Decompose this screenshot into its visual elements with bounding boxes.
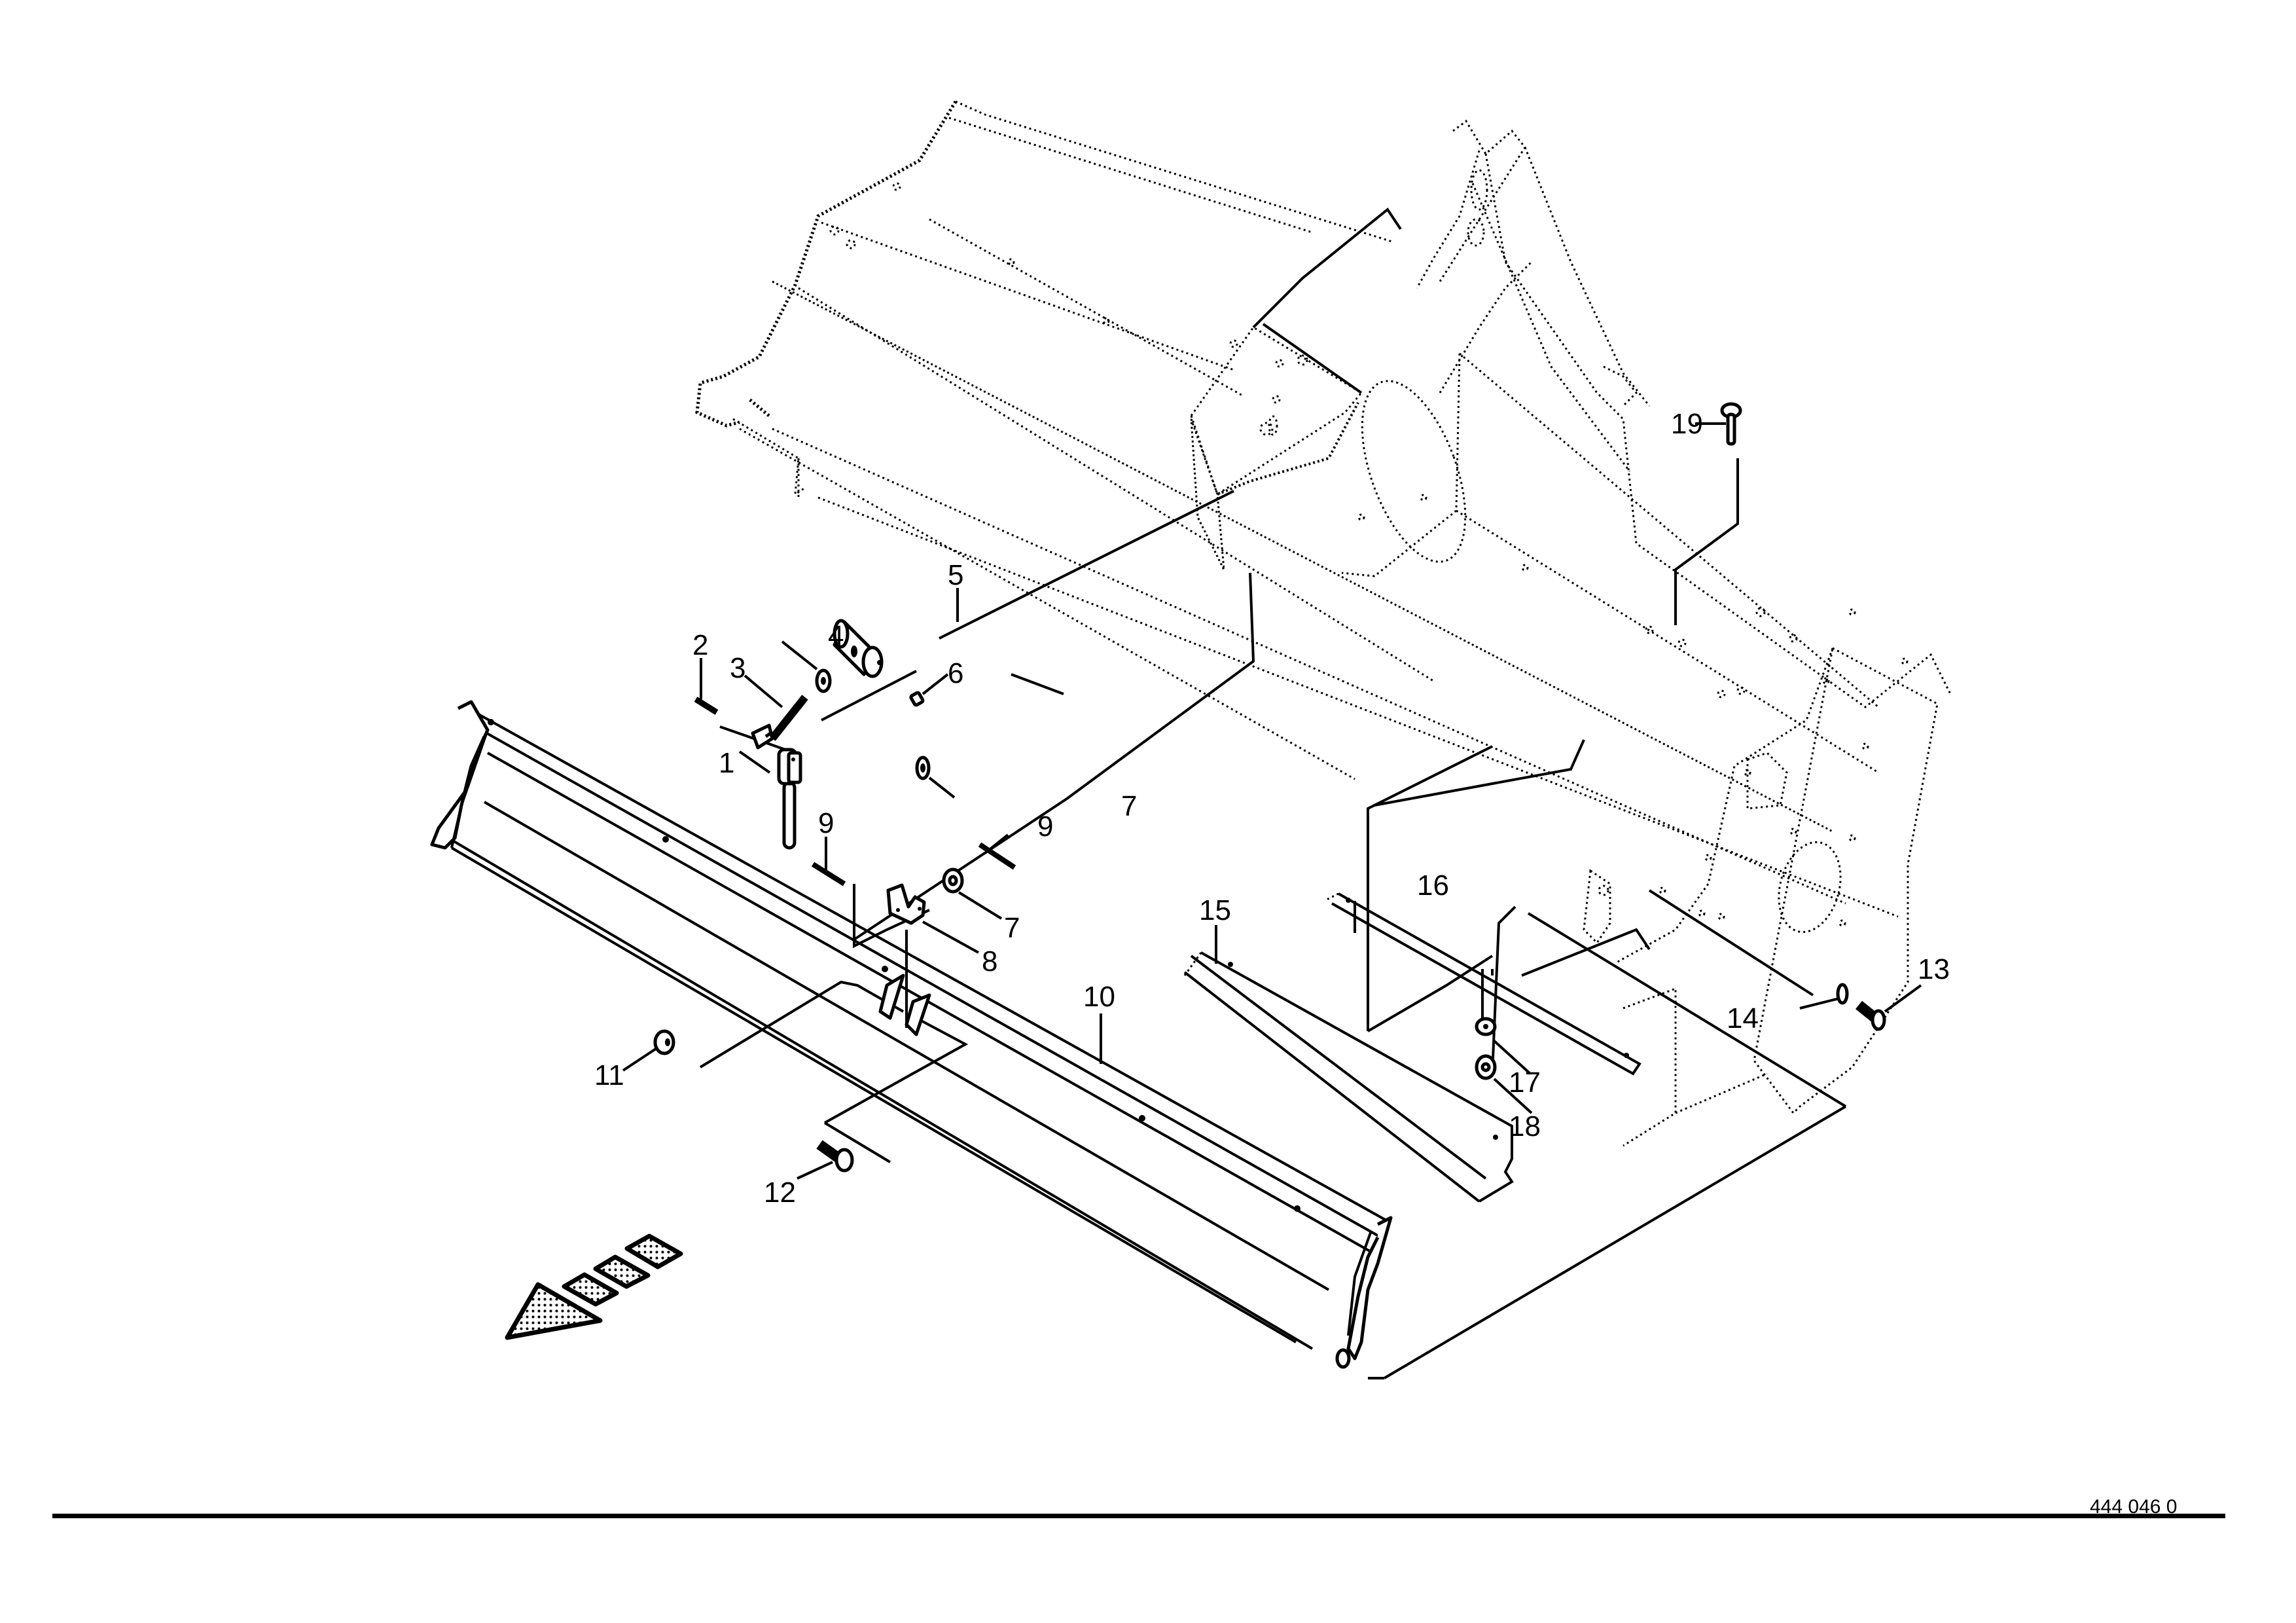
callout-3: 3 [730, 652, 745, 684]
callout-11: 11 [594, 1059, 624, 1091]
callout-5: 5 [948, 559, 963, 591]
part-14-washer [1836, 983, 1849, 1005]
callout-7a: 7 [1121, 790, 1137, 822]
frame-bolt-holes [829, 182, 1909, 927]
part-7-washer-a [915, 756, 931, 780]
part-7-washer-b [942, 867, 964, 894]
leader-4 [781, 640, 818, 670]
leader-18 [1493, 1078, 1533, 1114]
rail-clips [878, 974, 931, 1036]
callout-1: 1 [719, 747, 734, 779]
part-9-pin-b [978, 842, 1016, 870]
callout-8: 8 [982, 945, 997, 977]
callout-17: 17 [1509, 1067, 1541, 1099]
callout-labels: 1 2 3 4 5 6 7 7 8 9 9 10 11 12 13 14 15 … [594, 408, 1950, 1209]
part-1-handle [777, 748, 802, 850]
leader-6 [922, 673, 949, 695]
leader-7a [928, 776, 956, 799]
part-2-pin [694, 697, 719, 715]
callout-7b: 7 [1004, 912, 1020, 944]
part-5-cylinder [833, 619, 884, 678]
part-15-angle-strip [1183, 951, 1514, 1203]
leader-14 [1799, 997, 1840, 1010]
part-11-nut [653, 1029, 675, 1055]
callout-6: 6 [948, 657, 963, 689]
callout-9b: 9 [1037, 811, 1053, 843]
callout-4: 4 [828, 620, 844, 652]
part-9-pin-a [811, 862, 846, 886]
part-18-nut [1475, 1054, 1497, 1080]
part-13-bolt [1856, 1000, 1886, 1031]
part-12-bolt [816, 1140, 854, 1173]
leader-13 [1884, 984, 1922, 1013]
callout-15: 15 [1199, 894, 1231, 926]
part-10-rail [430, 700, 1393, 1369]
leader-7b [958, 891, 1003, 920]
callout-19: 19 [1671, 408, 1703, 440]
callout-2: 2 [692, 629, 708, 661]
part-17-washer [1475, 1017, 1497, 1036]
leader-9b [984, 833, 1009, 854]
leader-17 [1493, 1040, 1532, 1075]
callout-14: 14 [1727, 1002, 1759, 1034]
part-16-flat-strip [1325, 892, 1641, 1076]
part-3-threaded-rod [751, 695, 808, 750]
machine-frame [695, 100, 1952, 1147]
leader-3 [744, 674, 783, 708]
part-19-pin [1720, 402, 1742, 446]
part-6-plug [909, 691, 925, 707]
travel-direction-arrow-icon [505, 1233, 683, 1340]
leader-12 [797, 1161, 833, 1180]
callout-9a: 9 [818, 807, 834, 839]
callout-16: 16 [1417, 869, 1449, 902]
callout-18: 18 [1509, 1110, 1541, 1142]
callout-12: 12 [764, 1176, 796, 1209]
title-block-rule [52, 1514, 2225, 1518]
leader-11 [622, 1046, 659, 1072]
assembly-lines [699, 458, 1847, 1379]
callout-10: 10 [1083, 981, 1115, 1013]
leader-8 [922, 921, 979, 954]
part-8-bracket [886, 883, 926, 925]
part-4-nut [815, 668, 832, 693]
leader-lines [622, 422, 1922, 1180]
callout-13: 13 [1918, 953, 1950, 985]
leader-1 [738, 750, 771, 774]
